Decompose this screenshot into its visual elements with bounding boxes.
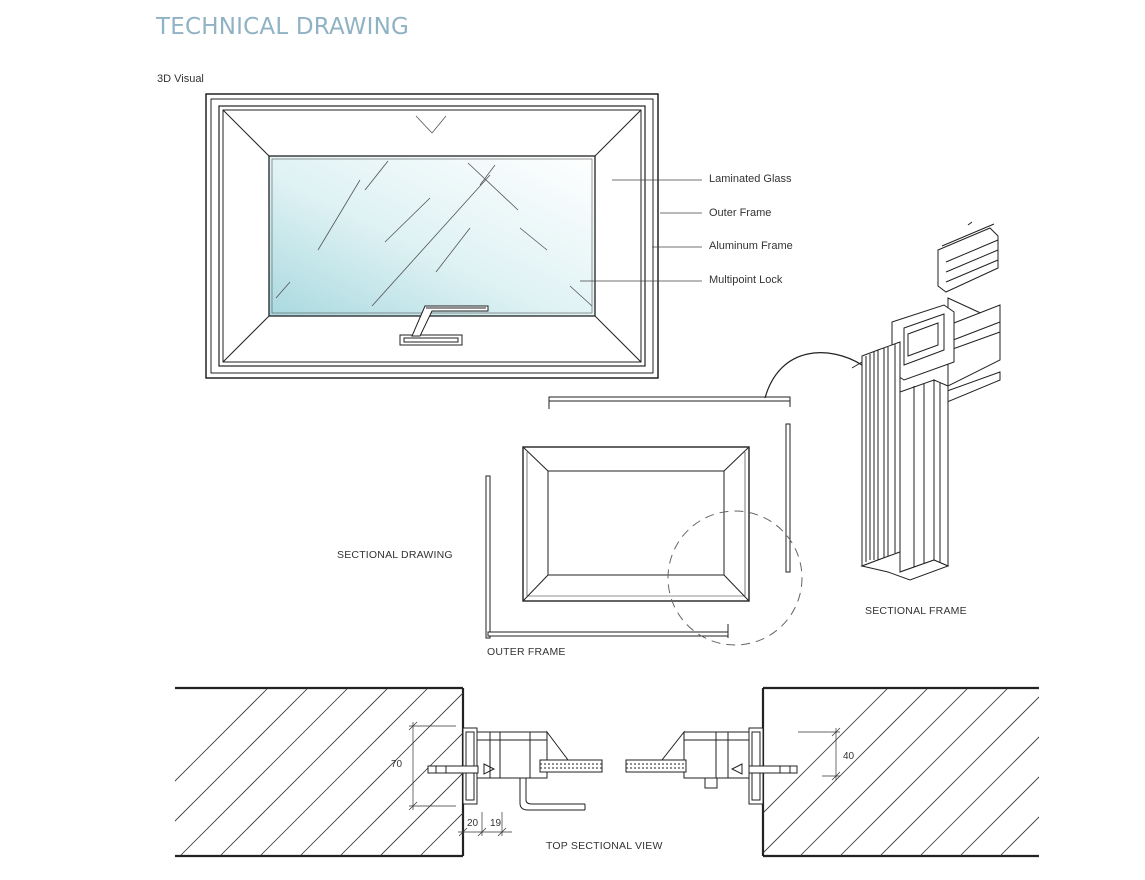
outer-frame-label: OUTER FRAME bbox=[487, 646, 566, 658]
sectional-frame-label: SECTIONAL FRAME bbox=[865, 605, 967, 617]
window-3d-visual bbox=[205, 93, 702, 379]
dimension-20: 20 bbox=[467, 818, 479, 829]
frame-profile-right bbox=[625, 727, 798, 805]
visual-3d-label: 3D Visual bbox=[157, 73, 204, 85]
dimension-40: 40 bbox=[843, 751, 855, 762]
dimension-lines bbox=[408, 721, 841, 837]
frame-profile-left bbox=[427, 727, 603, 811]
callout-aluminum-frame: Aluminum Frame bbox=[709, 240, 793, 252]
window-handle bbox=[399, 305, 489, 346]
dimension-70: 70 bbox=[391, 759, 403, 770]
callout-multipoint-lock: Multipoint Lock bbox=[709, 274, 783, 286]
sectional-drawing bbox=[485, 352, 863, 646]
sectional-frame-3d bbox=[851, 221, 1001, 581]
glass-pane bbox=[268, 155, 596, 317]
top-sectional-view-label: TOP SECTIONAL VIEW bbox=[546, 840, 663, 852]
sectional-drawing-label: SECTIONAL DRAWING bbox=[337, 549, 453, 561]
page-title: TECHNICAL DRAWING bbox=[156, 14, 410, 40]
top-sectional-view bbox=[175, 686, 1039, 858]
dimension-19: 19 bbox=[490, 818, 502, 829]
callout-laminated-glass: Laminated Glass bbox=[709, 173, 792, 185]
callout-outer-frame: Outer Frame bbox=[709, 207, 772, 219]
